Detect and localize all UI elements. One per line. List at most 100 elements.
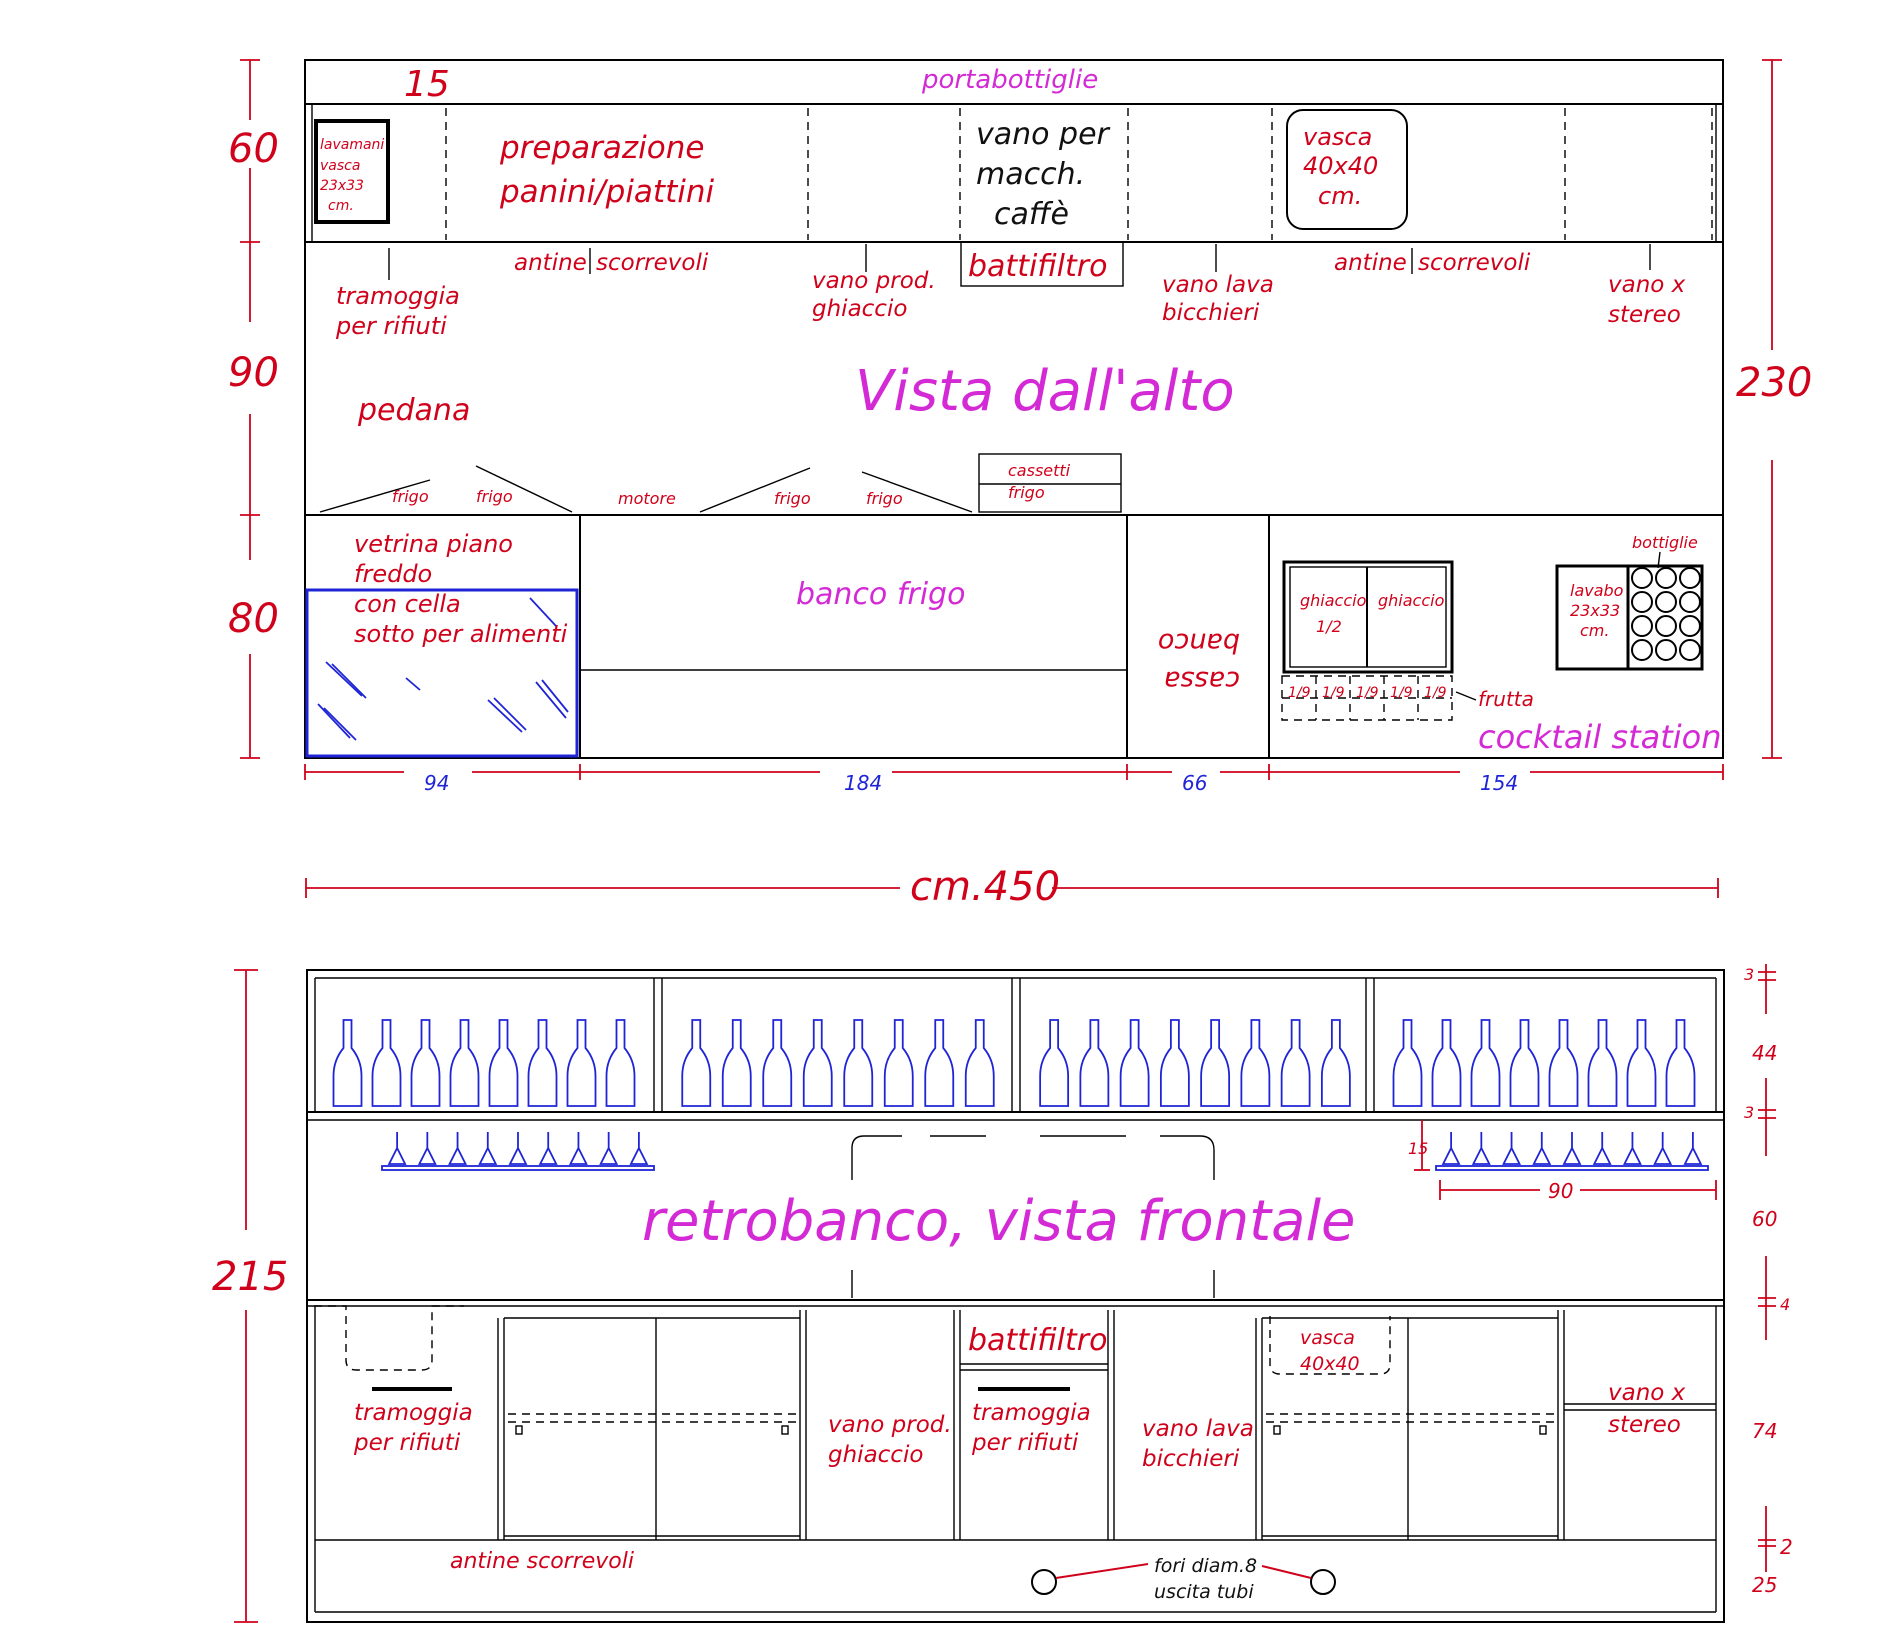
scorrevoli-label-1: scorrevoli: [596, 250, 709, 276]
top-bottom-dims: 94 184 66 154: [304, 764, 1724, 795]
vetrina-label-4: sotto per alimenti: [354, 620, 568, 648]
glass-icon: [1622, 1132, 1642, 1165]
vetrina-label-3: con cella: [354, 590, 461, 618]
ninth-pans: 1/9 1/9 1/9 1/9 1/9: [1281, 675, 1453, 721]
ninth-label-3: 1/9: [1356, 685, 1379, 701]
bottle-icon: [802, 1019, 833, 1107]
bottle-icon: [883, 1019, 914, 1107]
banco-frigo-label: banco frigo: [796, 577, 965, 612]
bottle-icon: [1240, 1019, 1271, 1107]
ghiaccio-half-label-1: ghiaccio: [1300, 591, 1367, 610]
glass-rack-bar: [1435, 1165, 1709, 1171]
preparazione-label-1: preparazione: [499, 130, 704, 166]
frigo-label-3: frigo: [774, 489, 811, 508]
bottle-icon: [843, 1019, 874, 1107]
glass-rack-bar: [381, 1165, 655, 1171]
bottle-icon: [1392, 1019, 1423, 1107]
lavamani-label-4: cm.: [328, 198, 354, 214]
bottle-icon: [1548, 1019, 1579, 1107]
bottle-icon: [964, 1019, 995, 1107]
bottle-icon: [681, 1019, 712, 1107]
bottle-icon: [1665, 1019, 1696, 1107]
dim-80: 80: [228, 596, 279, 642]
glass-icon: [508, 1132, 528, 1165]
pipe-hole-left: [1031, 1569, 1057, 1595]
front-tramoggia-2-line-1: tramoggia: [972, 1400, 1091, 1426]
vano-stereo-label-2: stereo: [1608, 302, 1681, 328]
mirror-frame: [851, 1135, 1215, 1298]
frutta-label: frutta: [1478, 687, 1534, 711]
glass-icon: [1532, 1132, 1552, 1165]
tramoggia-label-1: tramoggia: [336, 282, 460, 310]
glass-icon: [478, 1132, 498, 1165]
dim-2: 2: [1780, 1535, 1793, 1559]
ghiaccio-half-label-2: 1/2: [1316, 617, 1342, 636]
total-width-dim: cm.450: [305, 864, 1719, 910]
dim-184: 184: [844, 771, 882, 795]
bottle-icon: [1280, 1019, 1311, 1107]
top-view: lavamani vasca 23x33 cm. 15 portabottigl…: [228, 59, 1812, 795]
bottle-icon: [1509, 1019, 1540, 1107]
front-vano-lava-line-1: vano lava: [1142, 1416, 1254, 1442]
bottle-icon: [410, 1019, 441, 1107]
bottle-icon: [1470, 1019, 1501, 1107]
bottles-row: [332, 1019, 1696, 1107]
dim-15-front: 15: [1408, 1139, 1428, 1158]
bottle-icon: [566, 1019, 597, 1107]
dim-15-top: 15: [404, 64, 450, 105]
top-right-dim: 230: [1736, 59, 1812, 759]
bottle-icon: [924, 1019, 955, 1107]
bottiglie-label: bottiglie: [1632, 533, 1698, 552]
glass-icon: [1653, 1132, 1673, 1165]
vano-lava-label-2: bicchieri: [1162, 300, 1260, 326]
cassa-banco-label: cassa banco: [1158, 627, 1240, 696]
lavabo-label-2: 23x33: [1570, 601, 1620, 620]
top-left-dims: 60 90 80: [228, 59, 279, 759]
bottle-icon: [1119, 1019, 1150, 1107]
ninth-label-5: 1/9: [1424, 685, 1447, 701]
lavabo-label-3: cm.: [1580, 621, 1609, 640]
bottle-icon: [721, 1019, 752, 1107]
portabottiglie-label: portabottiglie: [921, 65, 1098, 95]
glass-icon: [599, 1132, 619, 1165]
vasca-40-label-2: 40x40: [1303, 152, 1378, 180]
vetrina-label-1: vetrina piano: [354, 530, 513, 558]
glass-icon: [1502, 1132, 1522, 1165]
frigo-label-2: frigo: [476, 487, 513, 506]
lavamani-box: [314, 119, 390, 224]
lavamani-label-1: lavamani: [320, 137, 384, 153]
front-vano-lava-line-2: bicchieri: [1142, 1446, 1240, 1472]
dim-230: 230: [1736, 360, 1812, 406]
dim-94: 94: [424, 771, 449, 795]
glass-rack-right: [1435, 1132, 1709, 1171]
glass-icon: [1441, 1132, 1461, 1165]
vasca-40-box: [1286, 109, 1408, 230]
frigo-label-4: frigo: [866, 489, 903, 508]
lavabo-label-1: lavabo: [1570, 581, 1624, 600]
bottle-icon: [1079, 1019, 1110, 1107]
glass-icon: [629, 1132, 649, 1165]
lavamani-label-2: vasca: [320, 158, 360, 174]
motore-label: motore: [618, 489, 676, 508]
cassetti-label-2: frigo: [1008, 483, 1045, 502]
dim-60: 60: [228, 126, 279, 172]
ghiaccio-label: ghiaccio: [1378, 591, 1445, 610]
ninth-label-1: 1/9: [1288, 685, 1311, 701]
bottle-icon: [332, 1019, 363, 1107]
vano-ghiaccio-label-2: ghiaccio: [812, 296, 907, 322]
vano-stereo-label-1: vano x: [1608, 272, 1686, 298]
front-antine-scorrevoli: antine scorrevoli: [450, 1549, 634, 1574]
top-view-title: Vista dall'alto: [855, 359, 1235, 424]
bottle-icon: [488, 1019, 519, 1107]
front-left-dim: 215: [212, 969, 288, 1623]
dim-4: 4: [1780, 1295, 1790, 1314]
battifiltro-box: [960, 241, 1124, 287]
vetrina-glass: [305, 588, 579, 758]
preparazione-label-2: panini/piattini: [499, 174, 714, 210]
frigo-label-1: frigo: [392, 487, 429, 506]
bottle-icon: [527, 1019, 558, 1107]
front-vasca-line-1: vasca: [1300, 1327, 1355, 1349]
glass-reflections: [317, 597, 569, 741]
front-tramoggia-2-line-2: per rifiuti: [971, 1430, 1079, 1456]
